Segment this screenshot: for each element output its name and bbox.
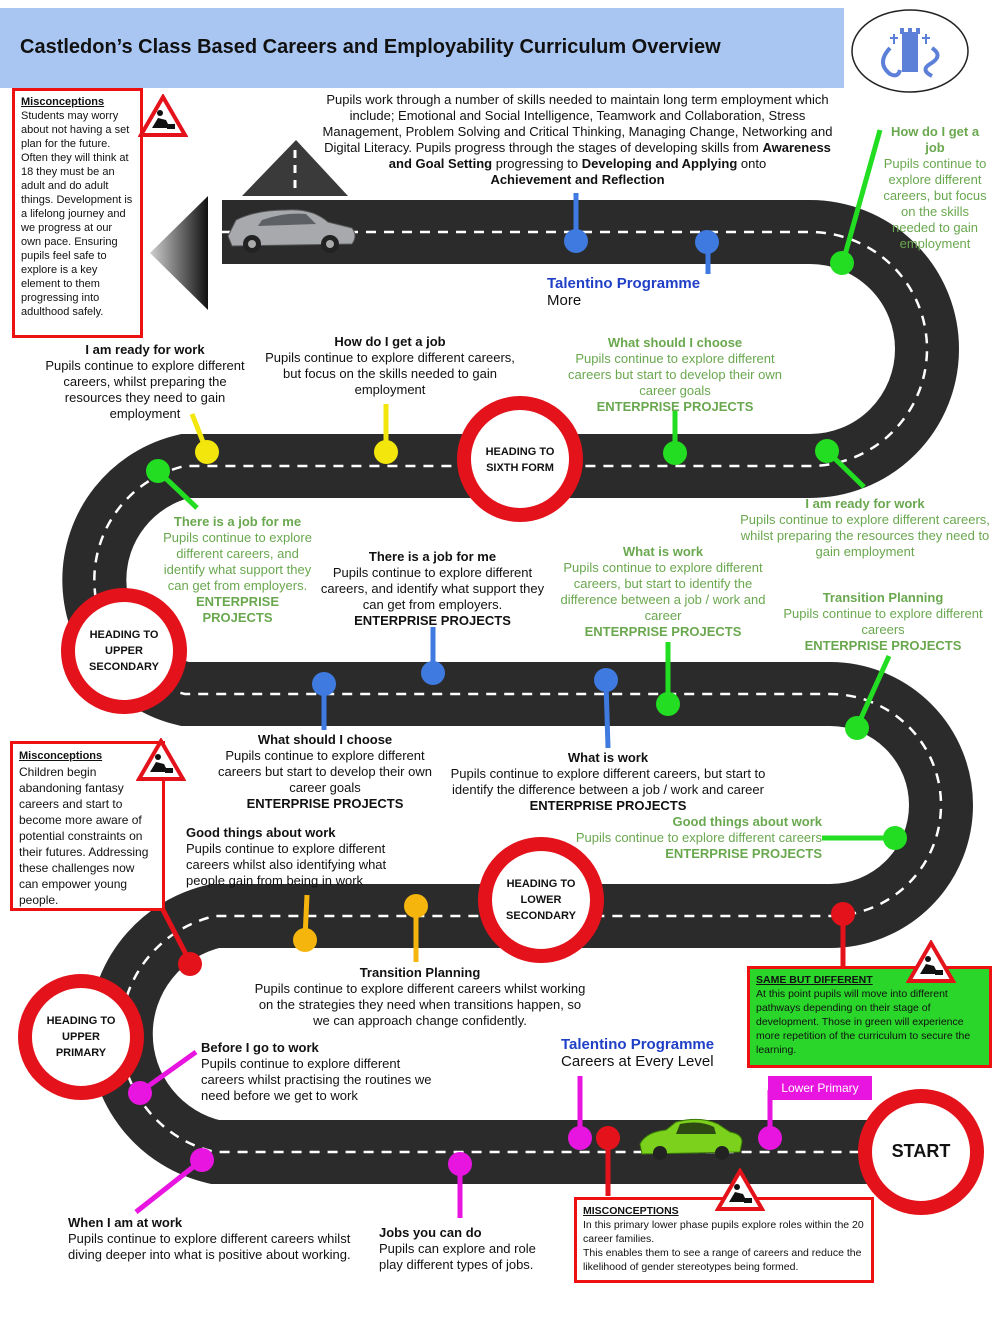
label-what-choose-green: What should I choose Pupils continue to … (568, 335, 782, 414)
pin-green-goodthings (822, 826, 907, 850)
circle-upper-secondary (61, 588, 187, 714)
misconceptions-box-middle: Misconceptions Children begin abandoning… (10, 741, 165, 911)
label-at-work: When I am at work Pupils continue to exp… (68, 1215, 351, 1262)
car-green-icon (639, 1118, 743, 1160)
road-centre-line (93, 230, 943, 1154)
pin-magenta-5 (134, 1148, 214, 1214)
circle-lower-secondary (478, 837, 604, 963)
pin-orange-1 (293, 894, 317, 952)
pin-green-transition (845, 654, 892, 740)
talentino-bottom: Talentino Programme Careers at Every Lev… (561, 1036, 715, 1070)
label-good-things: Good things about work Pupils continue t… (186, 825, 387, 888)
page-title: Castledon’s Class Based Careers and Empl… (20, 36, 721, 58)
talentino-top: Talentino Programme More (547, 275, 701, 309)
label-job-for-me: There is a job for me Pupils continue to… (320, 549, 545, 628)
pin-green-choose (663, 410, 687, 465)
label-before-work: Before I go to work Pupils continue to e… (201, 1040, 432, 1103)
pin-blue-4 (312, 672, 336, 730)
label-how-get-job-green: How do I get a job Pupils continue to ex… (883, 124, 987, 251)
pin-yellow-2 (374, 404, 398, 464)
pin-blue-2 (695, 230, 719, 274)
label-what-choose: What should I choose Pupils continue to … (218, 732, 432, 811)
label-ready-work: I am ready for work Pupils continue to e… (45, 342, 245, 421)
pin-green-top (830, 129, 883, 275)
circle-sixth-form (457, 396, 583, 522)
roadworks-warning-icon (138, 94, 188, 137)
misconceptions-box-bottom: MISCONCEPTIONS In this primary lower pha… (574, 1197, 874, 1283)
label-transition-planning: Transition Planning Pupils continue to e… (254, 965, 586, 1028)
lower-primary-tag: Lower Primary (768, 1076, 872, 1100)
roadworks-warning-icon (906, 940, 956, 983)
start-label: START (891, 1141, 951, 1161)
circle-upper-primary (18, 974, 144, 1100)
header-banner (0, 8, 844, 88)
pin-magenta-2 (568, 1076, 592, 1150)
pin-blue-1 (564, 193, 588, 253)
label-job-for-me-green: There is a job for me Pupils continue to… (163, 514, 312, 625)
pin-orange-2 (404, 894, 428, 962)
intro-paragraph: Pupils work through a number of skills n… (322, 92, 833, 187)
label-how-get-job: How do I get a job Pupils continue to ex… (265, 334, 515, 397)
school-logo-icon (851, 9, 969, 93)
pin-green-work (656, 642, 680, 716)
roadworks-warning-icon (715, 1168, 765, 1211)
label-jobs-you-can-do: Jobs you can do Pupils can explore and r… (379, 1225, 536, 1272)
roadworks-warning-icon (136, 738, 186, 781)
pin-magenta-4 (448, 1152, 472, 1218)
label-what-is-work: What is work Pupils continue to explore … (450, 750, 766, 813)
road-perspective-icon (242, 140, 348, 196)
label-good-things-green: Good things about work Pupils continue t… (575, 814, 822, 861)
car-grey-icon (227, 209, 356, 253)
label-what-is-work-green: What is work Pupils continue to explore … (560, 544, 766, 639)
pin-green-ready (815, 439, 866, 489)
pin-yellow-1 (189, 413, 219, 464)
pin-red-3 (596, 1126, 620, 1196)
pin-blue-5 (594, 668, 618, 749)
label-ready-work-green: I am ready for work Pupils continue to e… (740, 496, 990, 559)
label-transition-green: Transition Planning Pupils continue to e… (783, 590, 983, 653)
misconceptions-box-top: Misconceptions Students may worry about … (12, 88, 143, 338)
circle-start (858, 1089, 984, 1215)
arrow-left-icon (150, 196, 208, 310)
pin-blue-3 (421, 627, 445, 685)
pin-green-jobforme (146, 459, 199, 510)
pin-red-2 (159, 906, 202, 976)
pin-magenta-1 (128, 1049, 198, 1105)
pin-red-1 (831, 902, 855, 966)
